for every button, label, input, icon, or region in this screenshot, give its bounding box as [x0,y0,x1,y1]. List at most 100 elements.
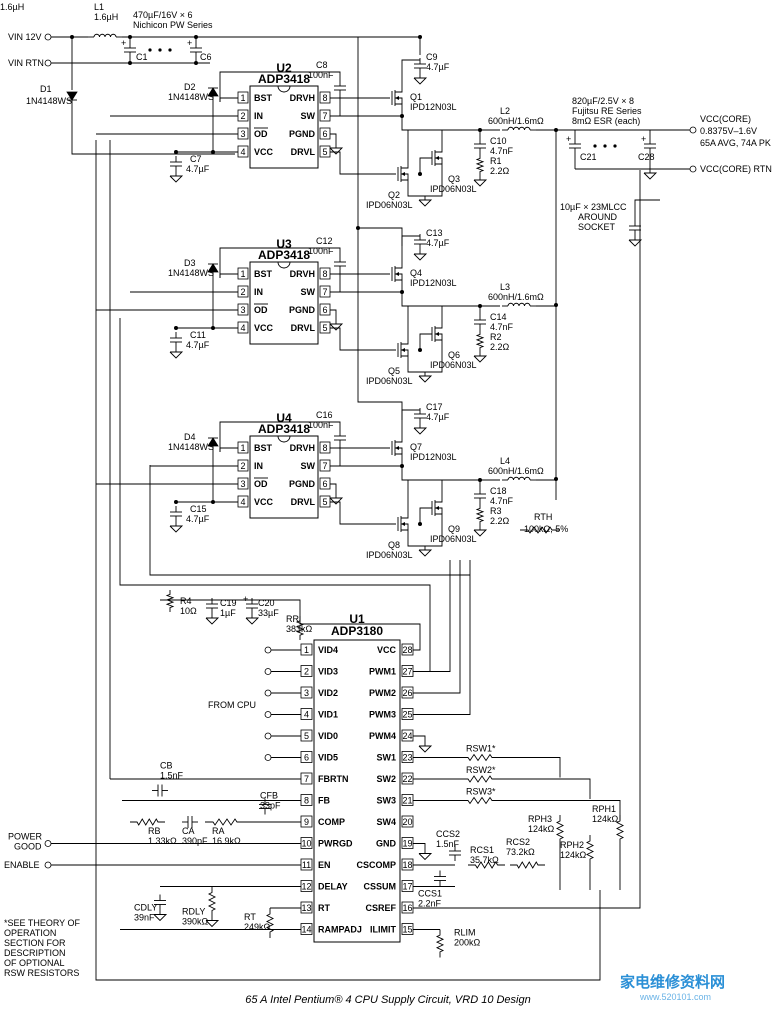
thermistor-rth [520,526,560,534]
wire [357,228,403,420]
ground-icon [329,147,344,155]
pin-box [237,285,249,298]
label-l4-value: 600nH/1.6mΩ [488,466,544,476]
wire [219,247,341,278]
pin-number: 26 [402,688,412,698]
pin-box [300,794,313,806]
pin-name: DRVH [290,93,315,103]
label-c11-value: 4.7µF [186,340,210,350]
pin-box [401,794,414,806]
theory-note: DESCRIPTION [4,948,66,958]
pin-box [319,477,331,490]
pin-box [401,643,414,656]
driver-u2 [249,85,319,169]
pin-box [237,459,249,472]
pin-number: 8 [304,796,309,806]
pin-number: 7 [322,111,327,121]
theory-note: RSW RESISTORS [4,968,79,978]
label-rsw1: RSW1* [466,744,496,754]
pin-number: 18 [402,860,412,870]
wire [413,560,451,672]
label-cfb-ref: CFB [260,791,278,801]
pin-box [319,303,331,316]
pin-box [237,109,249,122]
label-rph1-value: 124kΩ [592,814,619,824]
pin-name: BST [254,443,273,453]
pin-name: OD [254,305,268,315]
wire [500,757,561,778]
label-q6-value: IPD06N03L [430,360,477,370]
wire [160,599,421,651]
pin-number: 19 [402,839,412,849]
label-d3-value: 1N4148WS [168,268,214,278]
label-q8: Q8 [388,540,400,550]
label-q5-value: IPD06N03L [366,376,413,386]
pin-name: PWM3 [369,710,396,720]
pin-box [237,145,249,158]
label-q7: Q7 [410,442,422,452]
driver-part-u3: ADP3418 [258,248,310,262]
figure-caption: 65 A Intel Pentium® 4 CPU Supply Circuit… [245,994,530,1006]
pin-name: RT [318,903,330,913]
label-c18-value: 4.7nF [490,496,514,506]
label-q1-value: IPD12N03L [410,102,457,112]
pin-name: SW [301,111,316,121]
wire [500,800,621,821]
power-good-label-2: GOOD [14,842,42,852]
pin-box [300,837,313,849]
ground-icon [473,355,488,363]
terminal-icon [264,646,272,654]
junction-dot [418,522,422,526]
theory-note: SECTION FOR [4,938,66,948]
pin-number: 4 [240,147,245,157]
pin-name: VCC [254,147,274,157]
pin-number: 5 [322,147,327,157]
wire [395,279,403,286]
pin-name: VCC [254,323,274,333]
junction-dot [211,150,215,154]
pin-box [401,837,414,849]
pin1-notch [277,85,291,93]
label-q3: Q3 [448,174,460,184]
pin-box [401,729,414,742]
pin-number: 8 [322,443,327,453]
pin-box [300,901,313,914]
label-ccs1-value: 2.2nF [418,899,442,909]
pin-name: DRVH [290,443,315,453]
label-l3-value: 600nH/1.6mΩ [488,292,544,302]
mlcc-caps-label: AROUND [578,212,618,222]
pin-number: 13 [301,903,311,913]
input-caps-label: 470µF/16V × 6 [133,10,192,20]
wire [219,421,341,452]
mosfet-q9-arrow [435,506,439,510]
ground-icon [205,920,220,928]
label-l1-value: 1.6µH [0,2,24,12]
junction-dot [478,304,482,308]
pin-name: VCC [377,645,397,655]
resistor-r4 [165,590,175,612]
pin-box [300,815,313,828]
wire [395,103,403,110]
resistor-rsw3 [460,796,500,805]
label-c8-value: 100nF [308,70,334,80]
theory-note: OF OPTIONAL [4,958,65,968]
pin-box [237,127,249,140]
label-c20-value: 33µF [258,608,279,618]
ground-icon [245,617,260,625]
label-rcs2-ref: RCS2 [506,837,530,847]
pin-number: 24 [402,731,412,741]
vin-label: VIN 12V [8,32,42,42]
junction-dot [194,35,198,39]
vcc-range-label: 0.8375V–1.6V [700,126,757,136]
label-c1: C1 [136,52,148,62]
wire [435,322,443,329]
label-ra-value: 16.9kΩ [212,836,241,846]
pin-number: 5 [322,497,327,507]
ground-icon [418,549,433,557]
polarity-mark: + [566,134,571,144]
label-c28: C28 [638,152,655,162]
resistor-rlim [435,929,445,958]
pin-number: 27 [402,667,412,677]
pin-name: SW [301,287,316,297]
